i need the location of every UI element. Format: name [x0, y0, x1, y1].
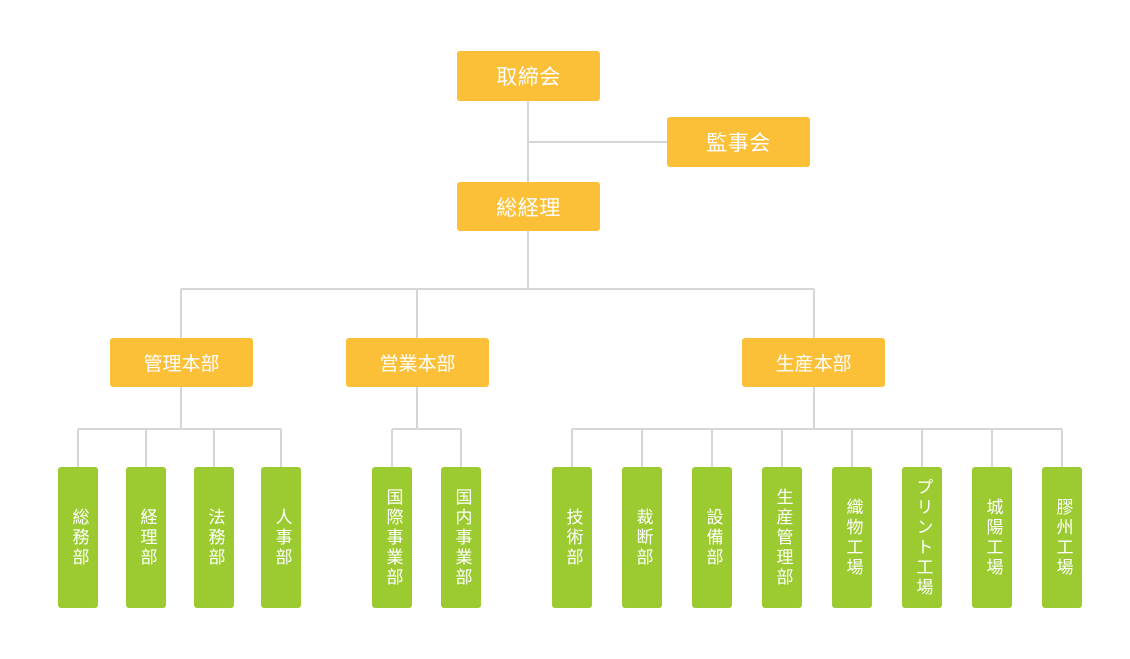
department-label: 城陽工場	[982, 497, 1003, 578]
department-label: 生産管理部	[772, 487, 793, 588]
department-node: 織物工場	[832, 467, 872, 608]
division-node-admin: 管理本部	[110, 338, 253, 387]
division-node-sales: 営業本部	[346, 338, 489, 387]
department-node: 法務部	[194, 467, 234, 608]
department-label: 法務部	[204, 507, 225, 568]
board-label: 取締会	[496, 65, 561, 89]
department-node: 総務部	[58, 467, 98, 608]
general-manager-node: 総経理	[457, 182, 600, 231]
department-label: 膠州工場	[1052, 497, 1073, 578]
department-label: 経理部	[136, 507, 157, 568]
board-node: 取締会	[457, 51, 600, 101]
department-label: プリント工場	[912, 477, 933, 598]
department-label: 設備部	[702, 507, 723, 568]
department-label: 織物工場	[842, 497, 863, 578]
department-label: 人事部	[271, 507, 292, 568]
department-node: 国内事業部	[441, 467, 481, 608]
department-label: 総務部	[68, 507, 89, 568]
department-label: 技術部	[562, 507, 583, 568]
department-node: 設備部	[692, 467, 732, 608]
department-node: 経理部	[126, 467, 166, 608]
department-label: 国内事業部	[451, 487, 472, 588]
department-node: 人事部	[261, 467, 301, 608]
department-label: 裁断部	[632, 507, 653, 568]
department-node: 裁断部	[622, 467, 662, 608]
department-node: 生産管理部	[762, 467, 802, 608]
general-manager-label: 総経理	[496, 195, 561, 220]
department-label: 国際事業部	[382, 487, 403, 588]
division-node-production: 生産本部	[742, 338, 885, 387]
division-label: 営業本部	[379, 353, 456, 375]
department-node: 城陽工場	[972, 467, 1012, 608]
department-node: 技術部	[552, 467, 592, 608]
auditors-node: 監事会	[667, 117, 810, 167]
department-node: プリント工場	[902, 467, 942, 608]
division-label: 生産本部	[775, 353, 852, 375]
department-node: 国際事業部	[372, 467, 412, 608]
division-label: 管理本部	[143, 353, 220, 375]
department-node: 膠州工場	[1042, 467, 1082, 608]
auditors-label: 監事会	[706, 131, 771, 155]
